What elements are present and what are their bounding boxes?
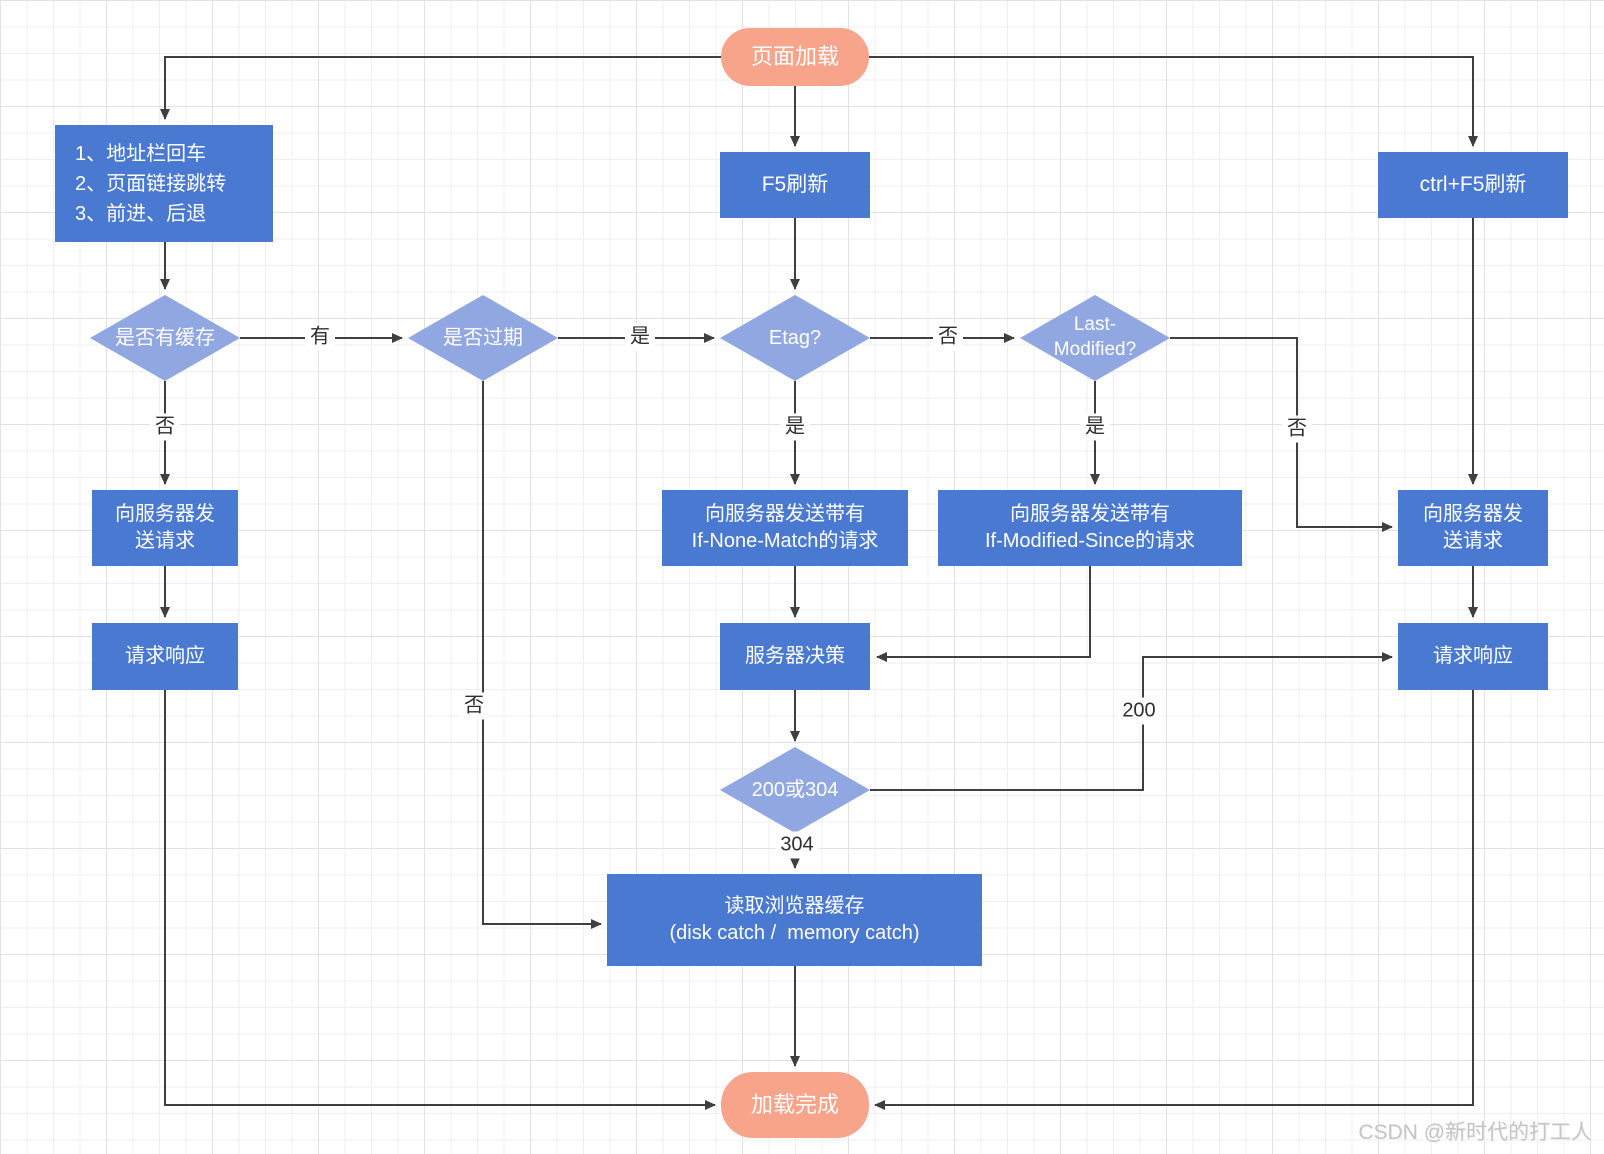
node-trigger-list: 1、地址栏回车 2、页面链接跳转 3、前进、后退: [55, 125, 273, 242]
node-etag: Etag?: [720, 295, 870, 381]
edge-label-has-cache-no: 否: [150, 413, 180, 441]
csdn-watermark: CSDN @新时代的打工人: [1358, 1121, 1592, 1144]
node-f5-refresh: F5刷新: [720, 152, 870, 218]
edge-response-right-to-done: [874, 690, 1474, 1110]
node-send-if-modified-since: 向服务器发送带有 If-Modified-Since的请求: [938, 490, 1242, 566]
edge-label-status-200: 200: [1117, 697, 1161, 725]
node-send-request-right: 向服务器发 送请求: [1398, 490, 1548, 566]
edge-expired-no-to-read-cache: [482, 381, 602, 929]
node-load-complete: 加载完成: [721, 1072, 869, 1138]
node-status-200-or-304: 200或304: [720, 747, 870, 833]
edge-label-etag-no: 否: [933, 323, 963, 351]
edge-label-expired-yes: 是: [625, 323, 655, 351]
edge-if-modified-since-to-decision: [876, 566, 1091, 662]
edge-label-status-304: 304: [775, 831, 819, 859]
edge-label-expired-no: 否: [459, 692, 489, 720]
node-has-cache: 是否有缓存: [90, 295, 240, 381]
node-send-if-none-match: 向服务器发送带有 If-None-Match的请求: [662, 490, 908, 566]
node-read-browser-cache: 读取浏览器缓存 (disk catch / memory catch): [607, 874, 982, 966]
edge-response-left-to-done: [164, 690, 716, 1110]
node-expired: 是否过期: [408, 295, 558, 381]
node-ctrl-f5-refresh: ctrl+F5刷新: [1378, 152, 1568, 218]
edge-start-to-triggers: [160, 56, 721, 120]
node-server-decision: 服务器决策: [720, 623, 870, 690]
node-response-left: 请求响应: [92, 623, 238, 690]
edge-start-to-ctrl-f5: [869, 56, 1478, 147]
node-page-load: 页面加载: [721, 28, 869, 86]
edge-label-has-cache-yes: 有: [305, 323, 335, 351]
node-send-request-left: 向服务器发 送请求: [92, 490, 238, 566]
edge-label-etag-yes: 是: [780, 413, 810, 441]
node-last-modified: Last- Modified?: [1020, 295, 1170, 381]
node-response-right: 请求响应: [1398, 623, 1548, 690]
edge-label-last-modified-no: 否: [1282, 415, 1312, 443]
edge-label-last-modified-yes: 是: [1080, 413, 1110, 441]
